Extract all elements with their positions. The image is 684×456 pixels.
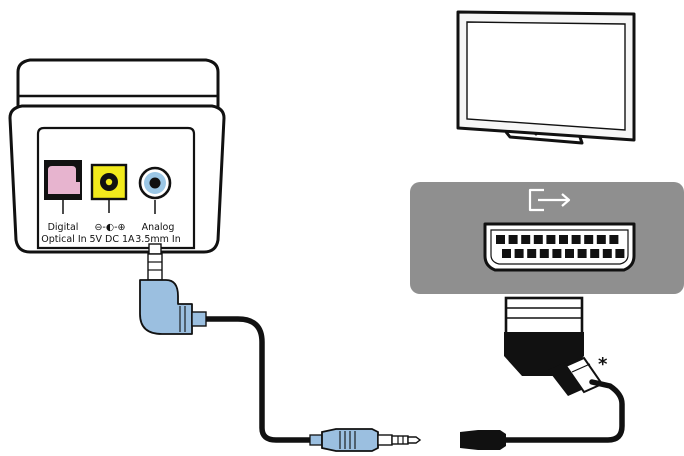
tv-icon — [456, 10, 636, 145]
scart-pin — [571, 235, 581, 244]
analog-label-line2: 3.5mm In — [135, 234, 180, 245]
scart-pin — [546, 235, 556, 244]
scart-pin — [539, 249, 549, 258]
scart-pin — [533, 235, 543, 244]
power-label: 5V DC 1A — [89, 234, 135, 245]
scart-socket — [483, 222, 636, 272]
optical-port — [44, 160, 82, 214]
power-port — [90, 163, 128, 213]
scart-pin — [584, 235, 594, 244]
scart-pin — [552, 249, 562, 258]
scart-pin — [596, 235, 606, 244]
footnote-asterisk: * — [598, 354, 608, 375]
analog-port — [138, 166, 172, 214]
scart-pin — [602, 249, 612, 258]
scart-socket-pins — [496, 235, 625, 258]
black-plug-end — [460, 430, 506, 450]
angled-jack-plug — [139, 243, 207, 335]
scart-pin — [559, 235, 568, 244]
scart-pin — [508, 235, 518, 244]
scart-pin — [502, 249, 511, 258]
scart-plug: * — [504, 296, 608, 396]
analog-label-line1: Analog — [142, 222, 175, 233]
scart-pin — [615, 249, 625, 258]
scart-pin — [514, 249, 524, 258]
digital-label-line2: Optical In — [41, 234, 86, 245]
scart-pin — [565, 249, 574, 258]
audio-cable — [202, 316, 315, 443]
digital-label-line1: Digital — [48, 222, 79, 233]
scart-pin — [521, 235, 531, 244]
straight-jack-plug — [309, 428, 422, 452]
speaker-device: Digital Optical In ⊖-◐-⊕ 5V DC 1A Analog… — [8, 58, 226, 254]
output-arrow-icon — [528, 188, 571, 212]
scart-pin — [577, 249, 587, 258]
scart-socket-panel — [410, 182, 684, 294]
power-symbol: ⊖-◐-⊕ — [94, 222, 125, 233]
scart-pin — [609, 235, 619, 244]
scart-pin — [496, 235, 505, 244]
scart-pin — [527, 249, 537, 258]
scart-pin — [590, 249, 600, 258]
